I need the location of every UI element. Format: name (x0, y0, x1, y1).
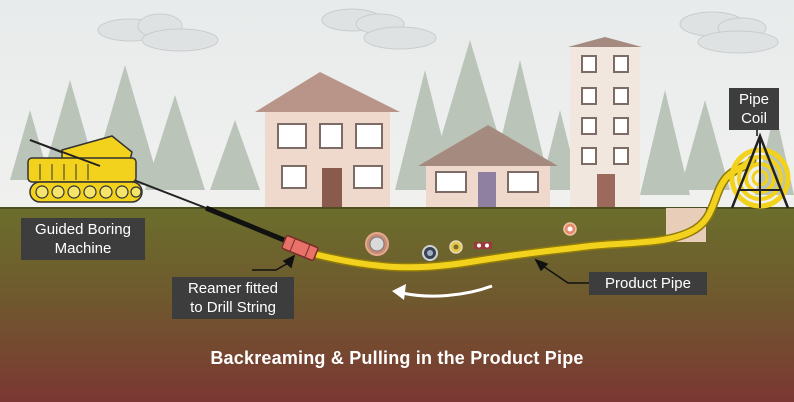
reamer-label: Reamer fitted to Drill String (172, 277, 294, 319)
product-pipe-label: Product Pipe (589, 272, 707, 295)
pipe-coil (729, 132, 791, 209)
door (322, 168, 342, 208)
cloud (97, 13, 219, 52)
tree (145, 95, 205, 190)
pipe-coil-label: Pipe Coil (729, 88, 779, 130)
window (353, 165, 383, 189)
reamer (281, 234, 319, 262)
tree (210, 120, 260, 190)
window (355, 123, 383, 149)
utility-cable (474, 242, 492, 249)
cloud (679, 11, 779, 54)
tree (680, 100, 730, 190)
window (281, 165, 307, 189)
diagram-caption: Backreaming & Pulling in the Product Pip… (210, 348, 584, 368)
window (435, 171, 467, 193)
cloud (321, 8, 437, 50)
boring-machine-label: Guided Boring Machine (21, 218, 145, 260)
clouds (97, 8, 779, 54)
window (277, 123, 307, 149)
house-middle (418, 125, 558, 208)
door (478, 172, 496, 208)
apartment-building (568, 37, 642, 208)
tree (640, 90, 690, 195)
house-left (255, 72, 400, 208)
door (597, 174, 615, 208)
window (507, 171, 539, 193)
boring-machine (27, 135, 143, 203)
underground-utilities (365, 222, 577, 261)
window (319, 123, 343, 149)
pull-direction-arrow (392, 284, 493, 300)
